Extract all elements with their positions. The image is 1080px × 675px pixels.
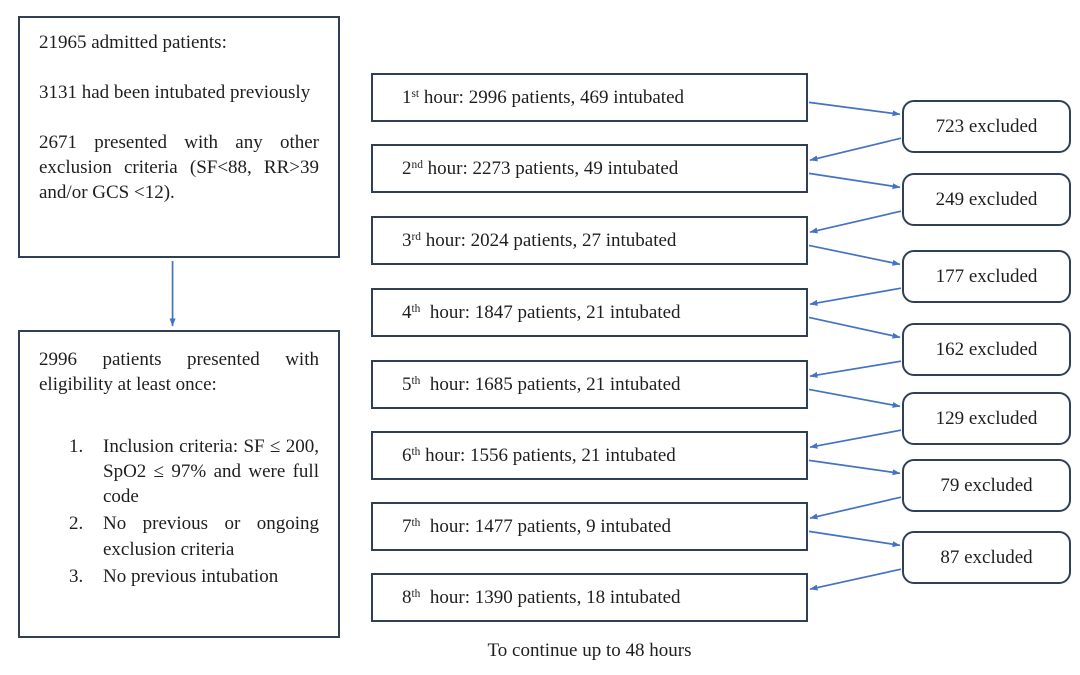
flow-arrow	[808, 316, 901, 339]
flow-arrow	[808, 244, 901, 266]
hour-box-5-label: 5th hour: 1685 patients, 21 intubated	[402, 373, 681, 395]
ordinal-suffix: th	[411, 516, 421, 529]
excluded-box-5-label: 129 excluded	[935, 407, 1038, 429]
ordinal-suffix: th	[411, 587, 421, 600]
excluded-box-6-label: 79 excluded	[940, 474, 1033, 496]
hour-box-8: 8th hour: 1390 patients, 18 intubated	[371, 573, 808, 622]
excluded-box-2: 249 excluded	[902, 173, 1071, 226]
eligibility-box: 2996 patients presented with eligibility…	[18, 330, 340, 638]
hour-box-7-label: 7th hour: 1477 patients, 9 intubated	[402, 515, 672, 537]
hour-box-3: 3rd hour: 2024 patients, 27 intubated	[371, 216, 808, 265]
flow-arrow	[809, 137, 902, 162]
ordinal-suffix: rd	[411, 230, 422, 243]
hour-box-6-label: 6th hour: 1556 patients, 21 intubated	[402, 444, 676, 466]
hour-box-5: 5th hour: 1685 patients, 21 intubated	[371, 360, 808, 409]
flow-arrow	[808, 388, 901, 408]
excluded-box-7-label: 87 excluded	[940, 546, 1033, 568]
flow-arrow	[808, 530, 901, 548]
flow-arrow	[809, 210, 902, 234]
hour-box-4-label: 4th hour: 1847 patients, 21 intubated	[402, 301, 681, 323]
other-exclusion-text: 2671 presented with any other exclusion …	[39, 132, 319, 204]
excluded-box-3-label: 177 excluded	[935, 265, 1038, 287]
hour-box-1: 1st hour: 2996 patients, 469 intubated	[371, 73, 808, 122]
flow-arrow	[809, 496, 902, 520]
excluded-box-6: 79 excluded	[902, 459, 1071, 512]
criteria-item-2: No previous or ongoing exclusion criteri…	[69, 511, 319, 560]
flow-arrow	[809, 429, 902, 449]
ordinal-suffix: st	[411, 87, 420, 100]
eligibility-criteria-list: Inclusion criteria: SF ≤ 200, SpO2 ≤ 97%…	[39, 434, 319, 590]
excluded-box-4-label: 162 excluded	[935, 338, 1038, 360]
hour-box-6: 6th hour: 1556 patients, 21 intubated	[371, 431, 808, 480]
flow-arrow	[809, 360, 902, 378]
hour-box-8-label: 8th hour: 1390 patients, 18 intubated	[402, 586, 681, 608]
hour-box-2: 2nd hour: 2273 patients, 49 intubated	[371, 144, 808, 193]
ordinal-suffix: th	[411, 302, 421, 315]
admitted-count-text: 21965 admitted patients:	[39, 32, 227, 53]
excluded-box-4: 162 excluded	[902, 323, 1071, 376]
criteria-item-1: Inclusion criteria: SF ≤ 200, SpO2 ≤ 97%…	[69, 434, 319, 508]
excluded-box-1-label: 723 excluded	[935, 115, 1038, 137]
flow-arrow	[809, 568, 902, 591]
ordinal-suffix: th	[411, 374, 421, 387]
criteria-item-3: No previous intubation	[69, 564, 279, 590]
hour-box-7: 7th hour: 1477 patients, 9 intubated	[371, 502, 808, 551]
hour-box-2-label: 2nd hour: 2273 patients, 49 intubated	[402, 157, 679, 179]
admitted-patients-box: 21965 admitted patients: 3131 had been i…	[18, 16, 340, 258]
previously-intubated-text: 3131 had been intubated previously	[39, 82, 311, 104]
hour-box-3-label: 3rd hour: 2024 patients, 27 intubated	[402, 229, 677, 251]
excluded-box-1: 723 excluded	[902, 100, 1071, 153]
ordinal-suffix: nd	[411, 158, 423, 171]
ordinal-suffix: th	[411, 445, 421, 458]
excluded-box-3: 177 excluded	[902, 250, 1071, 303]
flow-arrow	[809, 287, 902, 306]
flow-arrow	[808, 459, 901, 476]
footer-note: To continue up to 48 hours	[487, 640, 692, 661]
hour-box-4: 4th hour: 1847 patients, 21 intubated	[371, 288, 808, 337]
excluded-box-5: 129 excluded	[902, 392, 1071, 445]
flow-arrow	[808, 172, 901, 190]
excluded-box-2-label: 249 excluded	[935, 188, 1038, 210]
flow-arrow	[808, 101, 901, 117]
eligibility-intro-text: 2996 patients presented with eligibility…	[39, 349, 319, 396]
excluded-box-7: 87 excluded	[902, 531, 1071, 584]
hour-box-1-label: 1st hour: 2996 patients, 469 intubated	[402, 86, 685, 108]
